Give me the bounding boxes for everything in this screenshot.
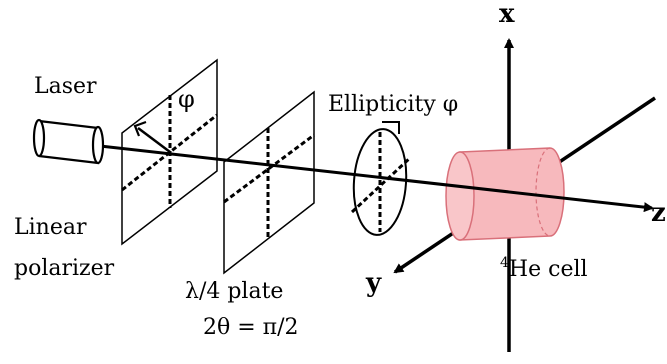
polarizer-label-line2: polarizer: [14, 256, 115, 281]
cell-label: 4He cell: [500, 255, 588, 282]
x-axis-label: x: [499, 0, 515, 29]
laser-beam: [99, 144, 654, 213]
wave-plate-label-line2: 2θ = π/2: [203, 315, 299, 340]
polarizer-label-line1: Linear: [14, 215, 87, 240]
helium-cell: [445, 147, 565, 241]
laser-body: [32, 118, 105, 165]
wave-plate-label-line1: λ/4 plate: [185, 279, 283, 304]
cell-label-name: He cell: [509, 257, 588, 282]
laser-label: Laser: [34, 74, 97, 99]
quarter-wave-plate: [223, 90, 315, 275]
polarization-ellipse: [350, 121, 412, 236]
linear-polarizer: [121, 58, 218, 246]
z-axis-label: z: [651, 198, 666, 228]
y-axis-label: y: [365, 268, 382, 298]
cell-label-superscript: 4: [500, 255, 509, 271]
ellipticity-label: Ellipticity φ: [328, 92, 458, 117]
phi-label: φ: [178, 85, 195, 113]
